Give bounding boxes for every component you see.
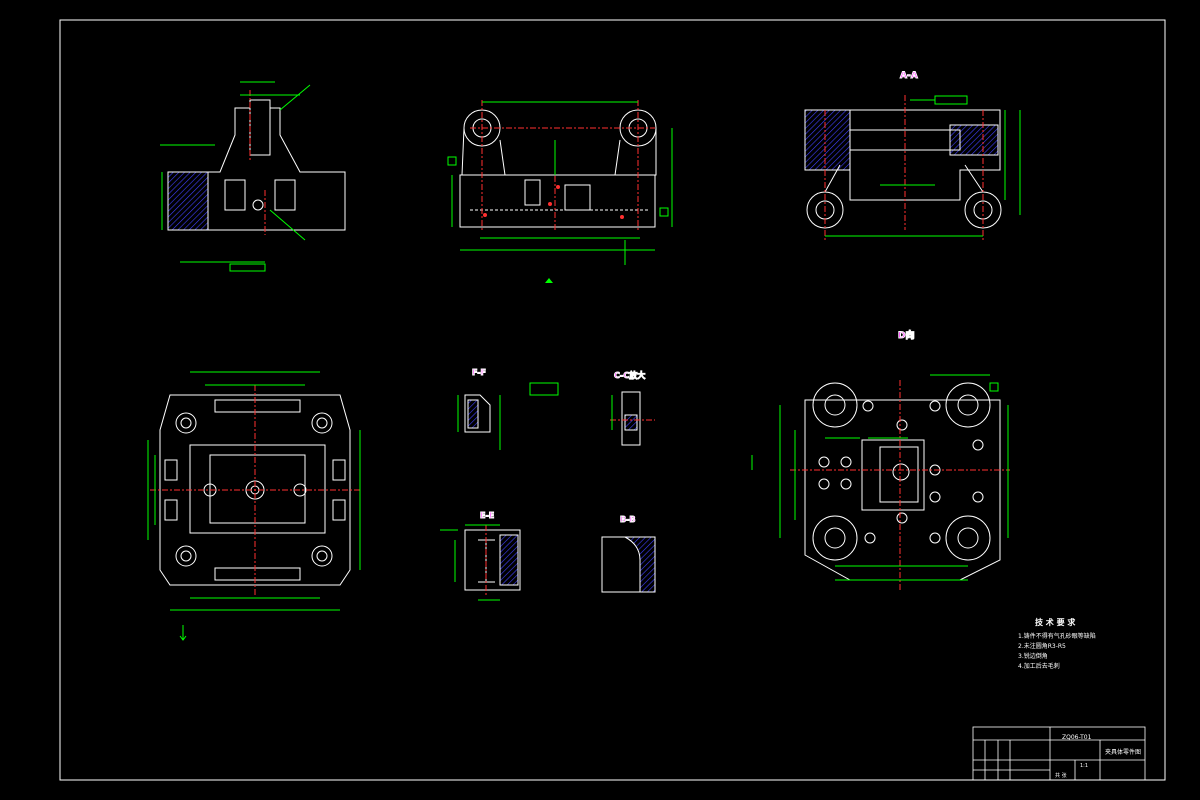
view-section-bb: B-B <box>601 515 656 593</box>
tech-requirement-3: 3.锐边倒角 <box>1018 653 1048 660</box>
view-section-ff: F-F <box>457 368 559 450</box>
section-ee-label: E-E <box>480 511 494 520</box>
view-section-cc: C-C放大 <box>610 370 655 446</box>
view-section-ee: E-E <box>440 511 521 601</box>
section-ff-label: F-F <box>472 368 486 377</box>
tech-requirement-1: 1.铸件不得有气孔砂眼等缺陷 <box>1018 633 1096 640</box>
view-front-left <box>160 81 346 272</box>
view-plan-left <box>147 371 361 641</box>
section-dd-label: D向 <box>898 329 914 341</box>
view-section-aa: A-A <box>804 71 1021 240</box>
section-bb-label: B-B <box>620 515 636 524</box>
title-block-sheet: 共 张 <box>1055 773 1067 779</box>
section-aa-label: A-A <box>900 71 918 81</box>
title-block-drawing-no: ZQ06-T01 <box>1062 734 1092 741</box>
sheet-border <box>59 19 1166 781</box>
title-block-part-name: 夹具体零件图 <box>1105 749 1142 756</box>
view-d: D向 <box>751 329 1010 590</box>
tech-requirement-4: 4.加工后去毛刺 <box>1018 663 1060 670</box>
tech-requirements-title: 技 术 要 求 <box>1035 618 1076 627</box>
view-side-center <box>447 100 673 283</box>
tech-requirement-2: 2.未注圆角R3-R5 <box>1018 643 1066 650</box>
title-block <box>972 726 1146 781</box>
title-block-scale: 1:1 <box>1080 763 1089 769</box>
section-cc-label: C-C放大 <box>614 370 645 380</box>
